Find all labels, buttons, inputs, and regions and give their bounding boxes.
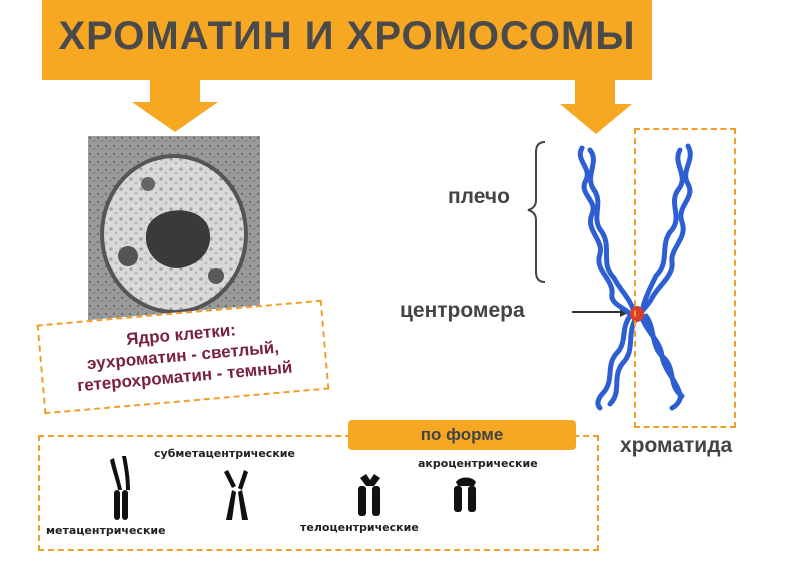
nucleus-micrograph <box>88 136 260 328</box>
right-arrow <box>560 80 632 134</box>
page-title: ХРОМАТИН И ХРОМОСОМЫ <box>58 14 636 58</box>
submetacentric-chromosome <box>224 470 248 520</box>
centromere <box>630 306 644 322</box>
shape-header: по форме <box>420 425 504 444</box>
acrocentric-label: акроцентрические <box>418 457 538 470</box>
acrocentric-chromosome <box>454 477 476 512</box>
submetacentric-label: субметацентрические <box>154 447 295 460</box>
centromere-label: центромера <box>400 299 525 322</box>
telocentric-chromosome <box>358 474 380 516</box>
metacentric-chromosome <box>110 456 130 520</box>
left-chromatid <box>577 145 639 411</box>
arm-label: плечо <box>448 185 510 208</box>
telocentric-label: телоцентрические <box>300 521 419 534</box>
left-arrow <box>132 80 218 132</box>
chromatid-label: хроматида <box>620 434 733 457</box>
shape-header-pill: по форме <box>348 420 576 450</box>
chromatid-highlight-box <box>634 128 736 428</box>
metacentric-label: метацентрические <box>46 524 166 537</box>
shape-types-box <box>38 435 599 551</box>
nucleus-image <box>88 136 260 328</box>
arm-brace <box>527 141 546 283</box>
right-chromatid <box>637 143 693 411</box>
title-banner: ХРОМАТИН И ХРОМОСОМЫ <box>42 0 652 80</box>
